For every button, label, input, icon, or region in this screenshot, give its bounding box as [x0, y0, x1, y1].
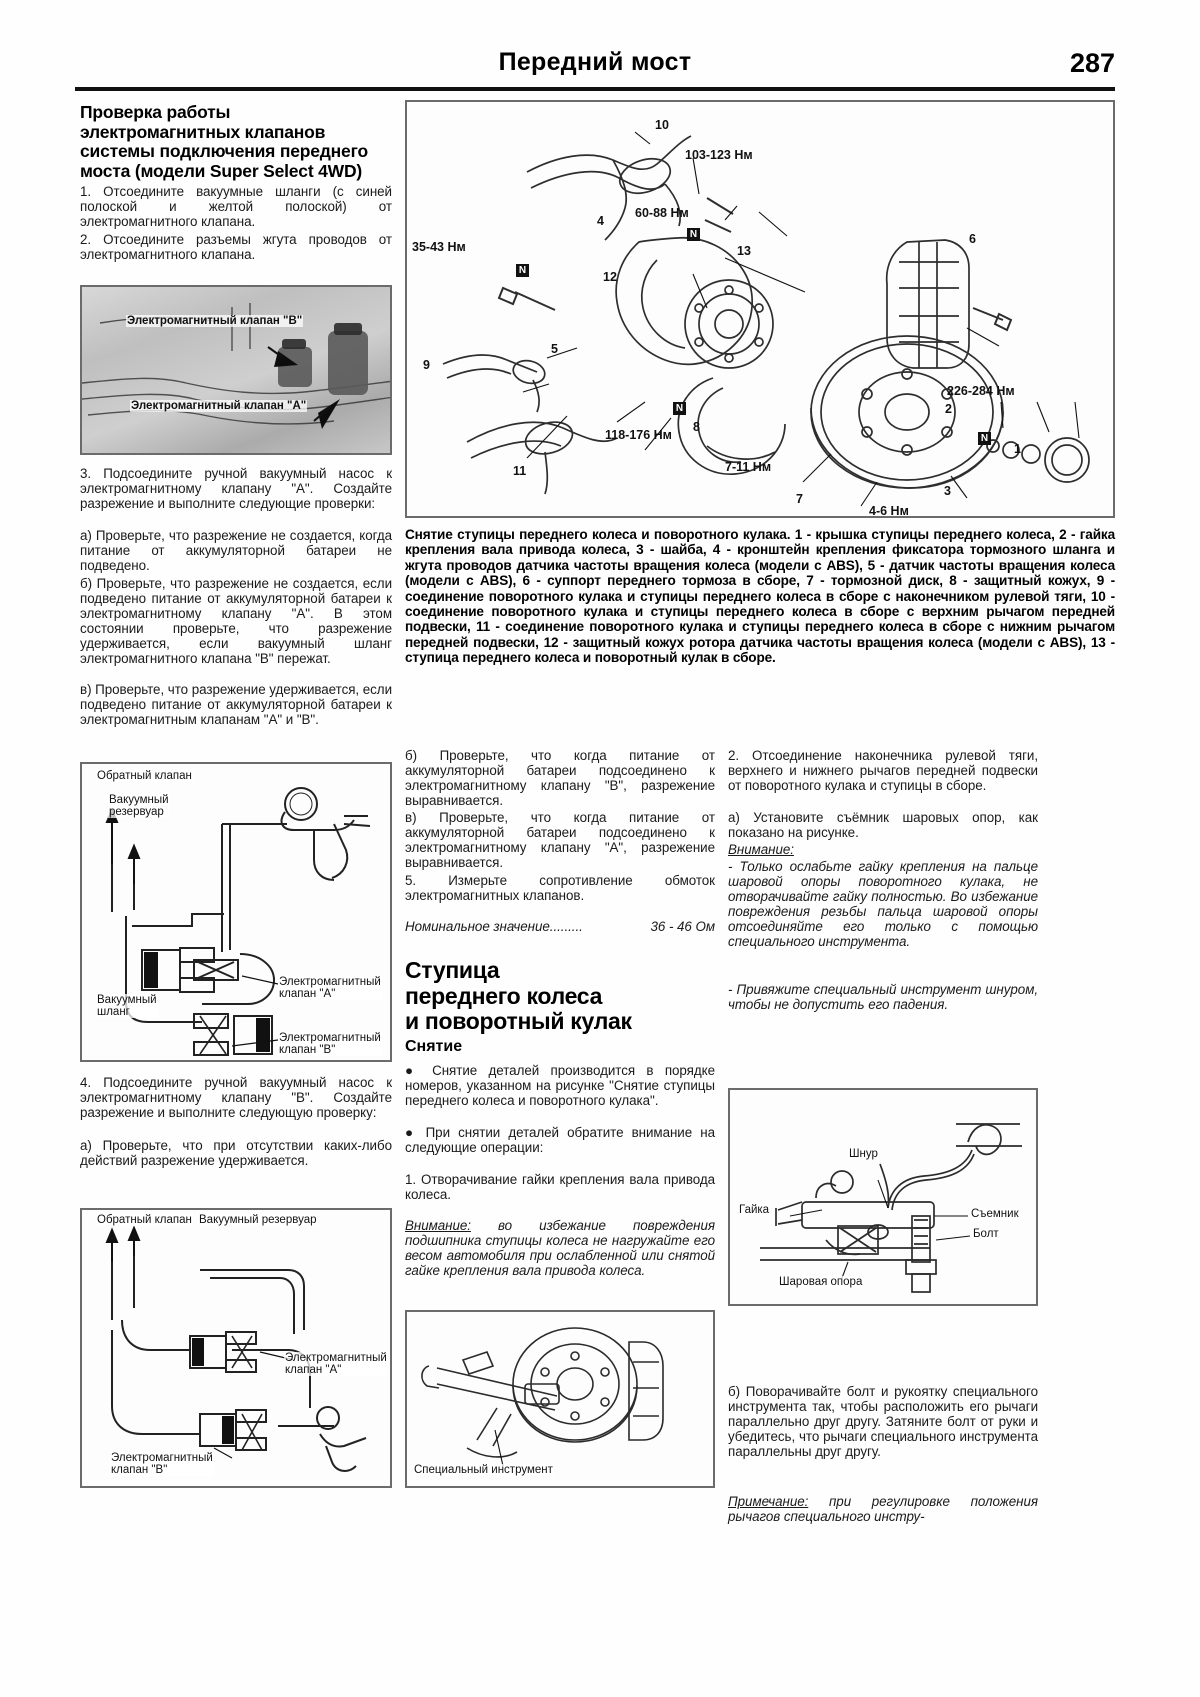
callout-11: 11	[513, 464, 527, 478]
right-warning-head: Внимание:	[728, 842, 794, 857]
right-warning-bullet-1: - Только ослабьте гайку крепления на пал…	[728, 859, 1038, 950]
solenoid-photo-artwork	[82, 303, 390, 429]
right-warning-bullet-2: - Привяжите специальный инструмент шнуро…	[728, 982, 1038, 1013]
label-solenoid-valve-a: Электромагнитный клапан "A"	[130, 400, 308, 412]
section-heading-hub-knuckle: Ступица переднего колеса и поворотный ку…	[405, 957, 632, 1034]
left-para-3b: б) Проверьте, что разрежение не создаетс…	[80, 576, 392, 667]
new-part-mark-4: N	[978, 432, 991, 445]
callout-1: 1	[1014, 442, 1021, 456]
callout-7: 7	[796, 492, 803, 506]
new-part-mark-1: N	[516, 264, 529, 277]
header-divider	[75, 87, 1115, 91]
callout-13: 13	[737, 244, 751, 258]
left-para-4: 4. Подсоедините ручной вакуумный насос к…	[80, 1075, 392, 1121]
torque-60-88: 60-88 Нм	[635, 206, 689, 220]
page-title: Передний мост	[498, 48, 692, 76]
vacuum-circuit-b-artwork	[105, 1225, 367, 1472]
figure-solenoid-valves: Электромагнитный клапан "B" Электромагни…	[80, 285, 392, 455]
warning-head-1: Внимание:	[405, 1218, 471, 1233]
label-puller: Съемник	[970, 1208, 1020, 1220]
nominal-value-row: Номинальное значение......... 36 - 46 Ом	[405, 919, 715, 934]
torque-4-6: 4-6 Нм	[869, 504, 909, 518]
torque-226-284: 226-284 Нм	[947, 384, 1015, 398]
new-part-mark-3: N	[673, 402, 686, 415]
right-step-2a: а) Установите съёмник шаровых опор, как …	[728, 810, 1038, 841]
subheading-removal: Снятие	[405, 1038, 463, 1055]
mid-warning-1: Внимание: во избежание повреждения подши…	[405, 1218, 715, 1278]
page-number: 287	[1069, 48, 1115, 78]
torque-35-43: 35-43 Нм	[412, 240, 466, 254]
solenoid-b-symbol-2	[199, 1409, 267, 1451]
label-solenoid-valve-b-3: Электромагнитный клапан "B"	[110, 1452, 214, 1476]
label-bolt: Болт	[972, 1228, 1000, 1240]
figure-front-hub-exploded: 10 4 12 13 6 5 9 11 8 7 3 2 1 103-123 Нм…	[405, 100, 1115, 518]
left-para-3a: а) Проверьте, что разрежение не создаетс…	[80, 528, 392, 574]
label-solenoid-valve-b-2: Электромагнитный клапан "B"	[278, 1032, 382, 1056]
label-check-valve-a: Обратный клапан	[96, 770, 193, 782]
note-head: Примечание:	[728, 1494, 809, 1509]
figure-ball-joint-puller: Шнур Гайка Съемник Шаровая опора Болт	[728, 1088, 1038, 1306]
mid-bullet-2: ● При снятии деталей обратите внимание н…	[405, 1125, 715, 1156]
main-figure-caption: Снятие ступицы переднего колеса и поворо…	[405, 527, 1115, 666]
solenoid-a-symbol-2	[189, 1331, 257, 1373]
page-header: Передний мост 287	[75, 48, 1115, 94]
left-para-3: 3. Подсоедините ручной вакуумный насос к…	[80, 466, 392, 512]
nominal-value: 36 - 46 Ом	[650, 919, 715, 934]
mid-bullet-1: ● Снятие деталей производится в порядке …	[405, 1063, 715, 1109]
exploded-view-artwork	[442, 131, 1090, 507]
warning-body-1: во избежание повреждения подшипника ступ…	[405, 1218, 715, 1279]
mid-step-1: 1. Отворачивание гайки крепления вала пр…	[405, 1172, 715, 1203]
callout-12: 12	[603, 270, 617, 284]
mid-para-b: б) Проверьте, что когда питание от аккум…	[405, 748, 715, 809]
ball-joint-puller-artwork	[760, 1123, 1022, 1293]
label-ball-joint: Шаровая опора	[778, 1276, 864, 1288]
label-check-valve-b: Обратный клапан	[96, 1214, 193, 1226]
label-nut: Гайка	[738, 1204, 771, 1216]
callout-4: 4	[597, 214, 604, 228]
left-para-4a: а) Проверьте, что при отсутствии каких-л…	[80, 1138, 392, 1169]
solenoid-b-symbol	[193, 1013, 273, 1056]
special-tool-artwork	[421, 1327, 664, 1467]
right-step-2: 2. Отсоединение наконечника рулевой тяги…	[728, 748, 1038, 794]
figure-vacuum-circuit-b: Обратный клапан Вакуумный резервуар Элек…	[80, 1208, 392, 1488]
figure-vacuum-circuit-a: Обратный клапан Вакуумный резервуар Элек…	[80, 762, 392, 1062]
callout-2: 2	[945, 402, 952, 416]
callout-9: 9	[423, 358, 430, 372]
torque-118-176: 118-176 Нм	[605, 428, 672, 442]
figure-special-tool-hub: Специальный инструмент	[405, 1310, 715, 1488]
torque-103-123: 103-123 Нм	[685, 148, 753, 162]
nominal-label: Номинальное значение.........	[405, 919, 583, 934]
label-solenoid-valve-a-3: Электромагнитный клапан "A"	[284, 1352, 388, 1376]
label-solenoid-valve-b: Электромагнитный клапан "B"	[126, 315, 304, 327]
right-warning-head-row: Внимание:	[728, 842, 1038, 857]
callout-8: 8	[693, 420, 700, 434]
mid-para-5: 5. Измерьте сопротивление обмоток электр…	[405, 873, 715, 904]
right-step-2b: б) Поворачивайте болт и рукоятку специал…	[728, 1384, 1038, 1460]
label-special-tool: Специальный инструмент	[413, 1464, 554, 1476]
callout-5: 5	[551, 342, 558, 356]
left-para-1: 1. Отсоедините вакуумные шланги (с синей…	[80, 184, 392, 230]
vacuum-circuit-a-artwork	[105, 787, 371, 1056]
label-vacuum-reservoir-b: Вакуумный резервуар	[198, 1214, 318, 1226]
torque-7-11: 7-11 Нм	[725, 460, 772, 474]
callout-6: 6	[969, 232, 976, 246]
note-body: при регулировке положения рычагов специа…	[728, 1494, 1038, 1525]
left-para-2: 2. Отсоедините разъемы жгута проводов от…	[80, 232, 392, 263]
label-vacuum-reservoir-a: Вакуумный резервуар	[108, 794, 170, 818]
label-vacuum-hose: Вакуумный шланг	[96, 994, 158, 1018]
callout-3: 3	[944, 484, 951, 498]
solenoid-a-symbol	[141, 947, 239, 993]
right-note: Примечание: при регулировке положения ры…	[728, 1494, 1038, 1524]
left-para-3v: в) Проверьте, что разрежение удерживаетс…	[80, 682, 392, 728]
label-cord: Шнур	[848, 1148, 879, 1160]
new-part-mark-2: N	[687, 228, 700, 241]
callout-10: 10	[655, 118, 669, 132]
mid-para-v: в) Проверьте, что когда питание от аккум…	[405, 810, 715, 871]
left-section-heading: Проверка работы электромагнитных клапано…	[80, 102, 368, 181]
label-solenoid-valve-a-2: Электромагнитный клапан "A"	[278, 976, 382, 1000]
